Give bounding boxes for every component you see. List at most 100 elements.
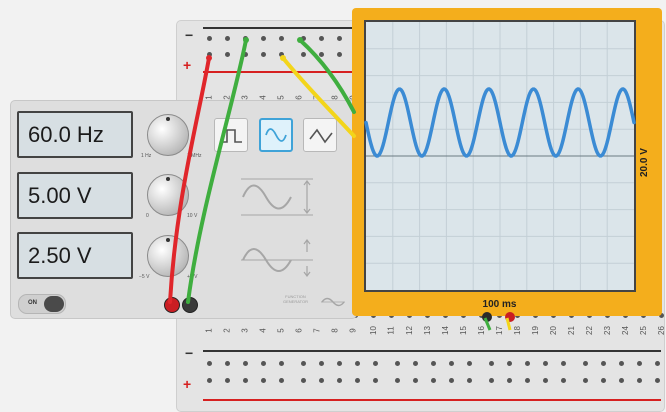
breadboard-hole[interactable] — [319, 361, 324, 366]
breadboard-hole[interactable] — [467, 378, 472, 383]
breadboard-hole[interactable] — [319, 378, 324, 383]
breadboard-hole[interactable] — [395, 378, 400, 383]
breadboard-hole[interactable] — [207, 36, 212, 41]
breadboard-hole[interactable] — [319, 36, 324, 41]
column-number: 8 — [330, 328, 340, 333]
breadboard-hole[interactable] — [337, 52, 342, 57]
breadboard-hole[interactable] — [449, 378, 454, 383]
breadboard-hole[interactable] — [261, 36, 266, 41]
breadboard-hole[interactable] — [243, 52, 248, 57]
column-number: 22 — [584, 326, 594, 335]
column-number: 25 — [638, 326, 648, 335]
breadboard-hole[interactable] — [355, 361, 360, 366]
ground-output-terminal[interactable] — [182, 297, 198, 313]
breadboard-hole[interactable] — [279, 52, 284, 57]
power-switch-label: ON — [28, 300, 37, 306]
breadboard-hole[interactable] — [431, 378, 436, 383]
breadboard-hole[interactable] — [225, 36, 230, 41]
breadboard-hole[interactable] — [337, 361, 342, 366]
breadboard-hole[interactable] — [225, 361, 230, 366]
breadboard-hole[interactable] — [619, 378, 624, 383]
sine-trace — [364, 87, 636, 158]
breadboard-hole[interactable] — [413, 361, 418, 366]
breadboard-hole[interactable] — [601, 378, 606, 383]
breadboard-hole[interactable] — [279, 378, 284, 383]
breadboard-hole[interactable] — [337, 378, 342, 383]
breadboard-hole[interactable] — [561, 361, 566, 366]
breadboard-hole[interactable] — [301, 36, 306, 41]
breadboard-hole[interactable] — [319, 52, 324, 57]
breadboard-hole[interactable] — [279, 36, 284, 41]
breadboard-hole[interactable] — [355, 378, 360, 383]
breadboard-hole[interactable] — [431, 361, 436, 366]
breadboard-hole[interactable] — [583, 378, 588, 383]
function-generator[interactable]: 60.0 Hz 5.00 V 2.50 V 1 Hz 1 MHz 0 10 V … — [10, 100, 357, 319]
volts-per-division-label: 20.0 V — [639, 148, 650, 178]
rail-plus-top: + — [183, 57, 192, 73]
breadboard-hole[interactable] — [507, 361, 512, 366]
breadboard-hole[interactable] — [337, 36, 342, 41]
sine-wave-button[interactable] — [259, 118, 293, 152]
breadboard-hole[interactable] — [243, 378, 248, 383]
breadboard-hole[interactable] — [207, 378, 212, 383]
breadboard-hole[interactable] — [543, 378, 548, 383]
square-wave-icon — [222, 129, 242, 143]
amplitude-knob[interactable] — [147, 174, 189, 216]
breadboard-hole[interactable] — [301, 361, 306, 366]
breadboard-hole[interactable] — [395, 361, 400, 366]
oscilloscope-trace-area — [364, 22, 636, 290]
breadboard-hole[interactable] — [413, 378, 418, 383]
breadboard-hole[interactable] — [619, 361, 624, 366]
breadboard-hole[interactable] — [489, 361, 494, 366]
breadboard-hole[interactable] — [261, 378, 266, 383]
breadboard-hole[interactable] — [279, 361, 284, 366]
breadboard-hole[interactable] — [467, 361, 472, 366]
rail-minus-top: − — [185, 27, 194, 43]
oscilloscope[interactable]: 100 ms 20.0 V — [352, 8, 662, 322]
scope-signal-probe[interactable] — [505, 312, 515, 322]
breadboard-hole[interactable] — [243, 36, 248, 41]
breadboard-hole[interactable] — [207, 361, 212, 366]
dc-offset-display: 2.50 V — [17, 232, 133, 279]
breadboard-hole[interactable] — [373, 378, 378, 383]
breadboard-hole[interactable] — [373, 361, 378, 366]
breadboard-hole[interactable] — [225, 378, 230, 383]
breadboard-hole[interactable] — [243, 361, 248, 366]
breadboard-hole[interactable] — [543, 361, 548, 366]
breadboard-hole[interactable] — [637, 378, 642, 383]
triangle-wave-button[interactable] — [303, 118, 337, 152]
breadboard-hole[interactable] — [301, 378, 306, 383]
column-number: 10 — [368, 326, 378, 335]
breadboard-hole[interactable] — [261, 361, 266, 366]
frequency-knob[interactable] — [147, 114, 189, 156]
breadboard-hole[interactable] — [507, 378, 512, 383]
breadboard-hole[interactable] — [525, 378, 530, 383]
rail-line-plus-top — [203, 71, 363, 73]
breadboard-hole[interactable] — [261, 52, 266, 57]
column-number: 16 — [476, 326, 486, 335]
dc-offset-knob[interactable] — [147, 235, 189, 277]
breadboard-hole[interactable] — [207, 52, 212, 57]
time-per-division-label: 100 ms — [482, 299, 517, 310]
breadboard-hole[interactable] — [659, 313, 664, 318]
breadboard-hole[interactable] — [655, 361, 660, 366]
breadboard-hole[interactable] — [583, 361, 588, 366]
amplitude-max-label: 10 V — [187, 213, 198, 219]
breadboard-hole[interactable] — [525, 361, 530, 366]
breadboard-hole[interactable] — [601, 361, 606, 366]
power-switch[interactable]: ON — [18, 294, 66, 314]
column-number: 23 — [602, 326, 612, 335]
column-number: 5 — [276, 328, 286, 333]
breadboard-hole[interactable] — [561, 378, 566, 383]
breadboard-hole[interactable] — [301, 52, 306, 57]
breadboard-hole[interactable] — [449, 361, 454, 366]
breadboard-hole[interactable] — [489, 378, 494, 383]
column-number: 4 — [258, 328, 268, 333]
breadboard-hole[interactable] — [655, 378, 660, 383]
square-wave-button[interactable] — [214, 118, 248, 152]
breadboard-hole[interactable] — [637, 361, 642, 366]
breadboard-hole[interactable] — [225, 52, 230, 57]
power-switch-knob[interactable] — [44, 296, 64, 312]
positive-output-terminal[interactable] — [164, 297, 180, 313]
scope-ground-probe[interactable] — [482, 312, 492, 322]
